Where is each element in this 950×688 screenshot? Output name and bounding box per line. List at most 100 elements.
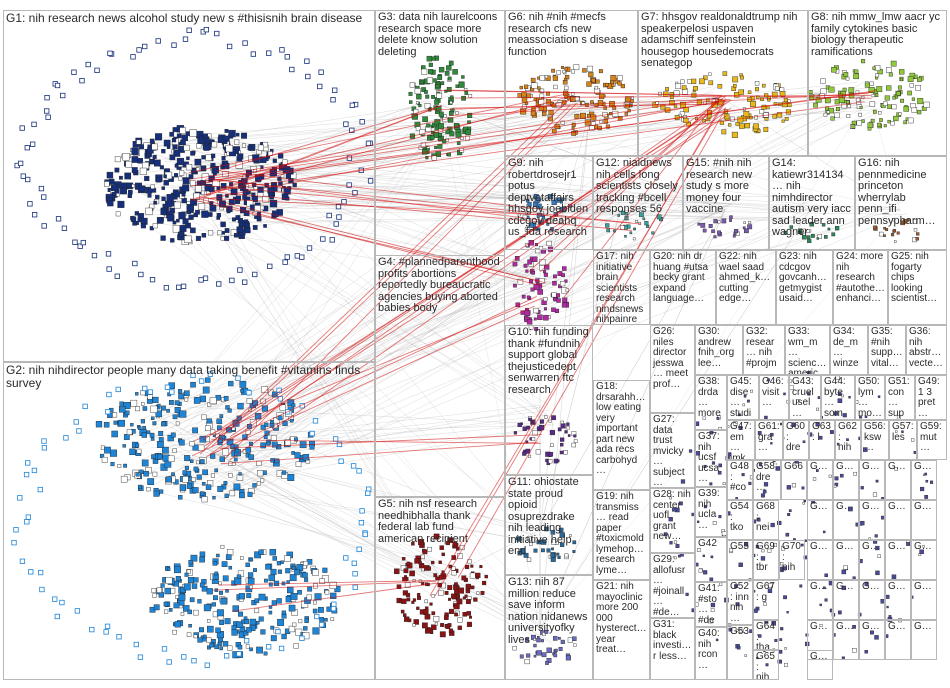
edge-red [190,198,541,282]
group-box-g74: G… [885,460,911,500]
group-box-g96: G… [807,650,833,680]
group-label-g51: G51: con… sup… [888,376,910,419]
group-box-g88: G… [859,580,885,620]
edge-gray [217,109,449,442]
edge-gray [158,109,885,434]
group-label-g35: G35: #nih supp… vital… [871,326,906,369]
group-box-g57: G57: les [889,420,917,460]
group-label-g64: G64: tha… [756,621,775,650]
group-label-g81: G… [810,541,828,552]
group-label-g5: G5: nih nsf research needhibhalla thank … [378,498,481,545]
group-box-g35: G35: #nih supp… vital… [868,325,906,375]
group-label-g84: G… [888,541,906,552]
g15-cluster [697,215,753,239]
edge-red [217,170,549,211]
group-box-g2: G2: nih nihdirector people many data tak… [3,362,375,680]
edge-red [450,92,869,116]
group-label-g36: G36: nih abstr… vecte… [909,326,945,369]
group-box-g93: G… [859,620,885,660]
edge-red [430,98,723,111]
group-box-g70: G70: nih… [779,540,805,580]
edge-red [216,179,632,224]
group-label-g50: G50: lym… mo… [858,376,883,419]
group-label-g56: G56: ksw… [864,421,889,453]
edge-gray [139,190,553,616]
g5-cluster [394,533,488,638]
edge-gray [240,203,903,215]
group-box-g36: G36: nih abstr… vecte… [906,325,947,375]
group-label-g68: G68: nei… [756,501,775,540]
edge-red [210,98,730,199]
edge-gray [544,209,726,281]
group-label-g1: G1: nih research news alcohol study new … [6,11,363,25]
group-box-g68: G68: nei… [753,500,779,540]
edge-gray [539,94,871,631]
edge-gray [539,209,726,531]
group-label-g4: G4: #plannedparenthood profits abortions… [378,256,503,315]
edge-gray [210,418,554,646]
group-box-g9: G9: nih robertdrosejr1 potus deptvetaffa… [505,156,593,250]
group-box-g15: G15: #nih nih research new study s more … [683,156,769,250]
edge-gray [241,203,635,458]
group-box-g89: G… [885,580,911,620]
edge-red [191,104,442,201]
edge-gray [539,209,811,631]
group-label-g22: G22: nih wael saad ahmed_k… cutting edge… [719,251,773,304]
edge-red [206,305,535,457]
edge-red [204,100,728,180]
group-label-g44: G44: byte… som… [824,376,846,419]
edge-gray [187,406,551,425]
group-box-g14: G14: katiewr314134… nih nimhdirector aut… [769,156,855,250]
group-label-g95: G… [914,621,932,632]
edge-gray [156,279,560,409]
edge-gray [225,104,859,220]
edge-red [200,108,434,199]
edge-gray [208,406,546,468]
edge-red [229,107,732,461]
group-box-g28: G28: nih center uofl grant new… [650,488,695,553]
group-box-g64: G64: tha… [753,620,779,650]
group-label-g54: G54: tko… nuf… [730,501,749,540]
edge-gray [130,186,540,417]
group-box-g75: G… [911,460,937,500]
edge-gray [217,191,552,427]
group-box-g46: G46: visit… [759,375,789,420]
group-label-g57: G57: les [892,421,917,443]
group-box-g92: G… [833,620,859,660]
edge-gray [225,416,536,537]
group-box-g56: G56: ksw… [861,420,889,460]
group-label-g77: G… [836,501,854,512]
group-label-g27: G27: data trust mvicky… subject… [653,414,685,488]
group-label-g65: G65: nih… [756,651,775,680]
group-box-g55: G55 [727,540,753,580]
edge-gray [152,185,529,188]
group-label-g88: G… [862,581,880,592]
group-box-g22: G22: nih wael saad ahmed_k… cutting edge… [716,250,776,325]
edge-gray [228,215,633,223]
group-label-g17: G17: nih initiative brain scientists res… [596,251,644,325]
edge-gray [204,490,535,617]
group-label-g6: G6: nih #nih #mecfs research cfs new mea… [508,11,631,58]
group-label-g3: G3: data nih laurelcoons research space … [378,11,501,58]
edge-gray [155,274,556,422]
group-label-g74: G… [888,461,906,472]
edge-red [528,100,720,272]
group-label-g55: G55 [730,541,749,552]
edge-red [457,108,726,578]
group-box-g13: G13: nih 87 million reduce save inform n… [505,575,593,680]
group-box-g23: G23: nih cdcgov govcanh… getmygist usaid… [776,250,833,325]
edge-gray [203,160,553,419]
group-label-g91: G… [810,621,828,632]
group-box-g26: G26: niles director jesswa… meet prof… [650,325,695,413]
edge-red [429,101,726,597]
edge-gray [245,277,555,451]
edge-red [205,105,721,447]
group-label-g31: G31: black investi… r less… [653,619,695,662]
edge-gray [164,160,625,209]
edge-gray [539,209,901,631]
group-label-g43: G43: cruel usel… use… [792,376,814,419]
edge-gray [189,458,430,593]
group-box-g30: G30: andrew fnih_org lee… [695,325,743,375]
group-label-g70: G70: nih… [782,541,801,580]
group-label-g38: G38: drda… more [698,376,723,419]
